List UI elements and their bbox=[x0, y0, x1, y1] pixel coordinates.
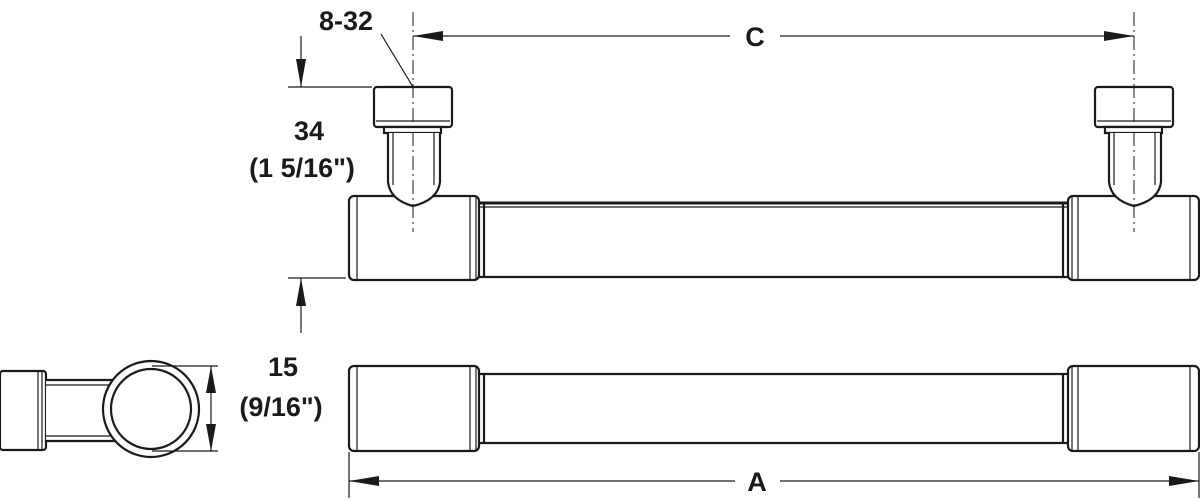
diameter-in-label: (9/16") bbox=[239, 392, 322, 422]
end-view-inner-circle bbox=[109, 367, 193, 451]
diameter-mm-label: 15 bbox=[268, 352, 298, 382]
height-mm-label: 34 bbox=[294, 116, 324, 146]
dimension-height: 34 (1 5/16") bbox=[249, 36, 372, 333]
top-view bbox=[347, 12, 1200, 282]
bottom-view bbox=[347, 364, 1200, 453]
left-end-cap bbox=[347, 194, 481, 282]
end-view: 15 (9/16") bbox=[0, 352, 323, 459]
right-post bbox=[1093, 85, 1175, 208]
dimension-a-label: A bbox=[747, 467, 767, 497]
dimension-c-label: C bbox=[745, 22, 765, 52]
thread-label: 8-32 bbox=[319, 6, 373, 36]
height-in-label: (1 5/16") bbox=[249, 153, 355, 183]
dimension-a: A bbox=[348, 452, 1200, 498]
thread-callout: 8-32 bbox=[319, 6, 414, 88]
dimension-c: C bbox=[413, 22, 1134, 52]
end-view-outer-circle bbox=[101, 359, 201, 459]
